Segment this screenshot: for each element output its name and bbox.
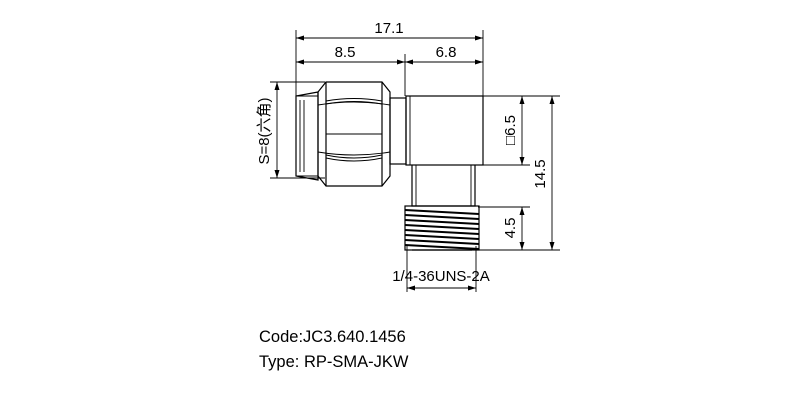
code-label: Code:: [259, 328, 304, 346]
hex-size-label: S=8(六角): [256, 97, 273, 164]
connector-body: [295, 81, 484, 251]
thread-spec-label: 1/4-36UNS-2A: [392, 268, 490, 285]
overall-height-label: 14.5: [532, 159, 549, 188]
product-type: Type: RP-SMA-JKW: [259, 354, 408, 371]
thread-length-label: 4.5: [502, 218, 519, 239]
right-length-label: 6.8: [436, 44, 457, 61]
dimension-lines: [270, 30, 560, 292]
type-value: RP-SMA-JKW: [303, 353, 409, 371]
thread-lines: [404, 209, 480, 250]
product-code: Code:JC3.640.1456: [259, 329, 406, 346]
code-value: JC3.640.1456: [303, 328, 406, 346]
type-label: Type:: [259, 353, 304, 371]
left-length-label: 8.5: [335, 44, 356, 61]
square-size-label: □6.5: [502, 115, 519, 145]
overall-length-label: 17.1: [374, 20, 403, 37]
